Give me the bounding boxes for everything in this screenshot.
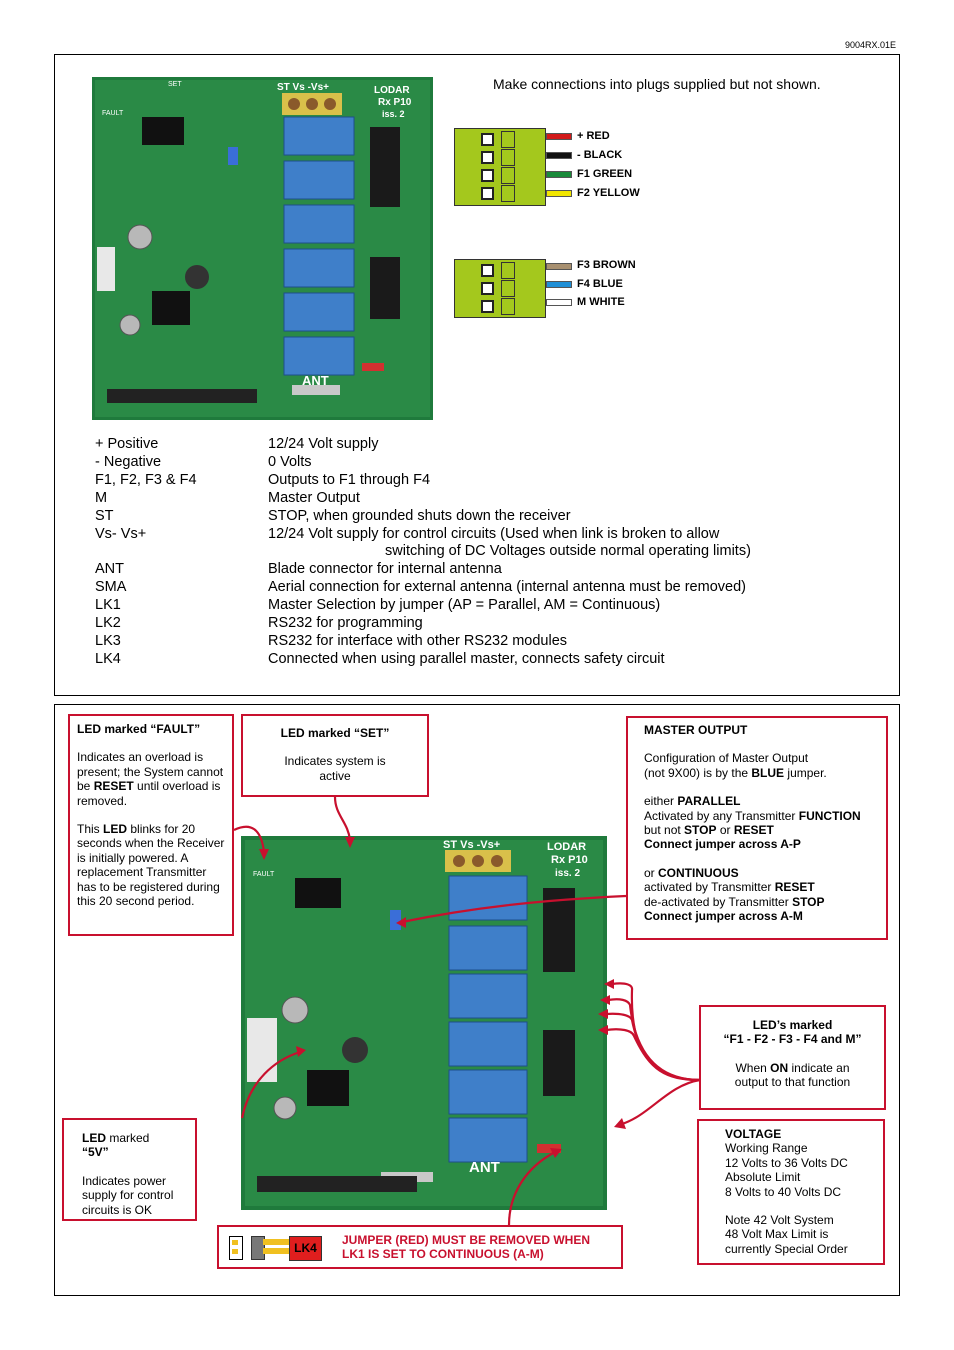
callout-5v-led: LED marked “5V” Indicates power supply f… [62, 1118, 197, 1221]
board-st-label: ST Vs -Vs+ [277, 82, 329, 93]
callout-lk4-jumper: LK4 JUMPER (RED) MUST BE REMOVED WHEN LK… [217, 1225, 623, 1269]
legend-value: 12/24 Volt supply for control circuits (… [268, 525, 720, 542]
receiver-board-image: ST Vs -Vs+ LODAR Rx P10 iss. 2 ANT FAULT… [92, 77, 433, 420]
legend-value: RS232 for programming [268, 615, 423, 631]
lk4-warning-line1: JUMPER (RED) MUST BE REMOVED WHEN [342, 1233, 591, 1247]
legend-value: Master Output [268, 489, 360, 506]
master-title: MASTER OUTPUT [644, 723, 748, 737]
board-detail-issue: iss. 2 [555, 868, 580, 879]
plug-pin [481, 187, 494, 200]
arrow-led-f2 [607, 998, 701, 1082]
callout-voltage: VOLTAGE Working Range 12 Volts to 36 Vol… [697, 1119, 885, 1265]
legend-key: SMA [95, 579, 127, 596]
legend-key: + Positive [95, 436, 159, 452]
board-detail-ant-label: ANT [469, 1159, 500, 1176]
legend-key: Vs- Vs+ [95, 525, 147, 542]
legend-value: Blade connector for internal antenna [268, 561, 502, 578]
wire-label-brown: F3 BROWN [577, 259, 636, 271]
set-body: Indicates system is active [284, 754, 386, 783]
callout-set-led: LED marked “SET” Indicates system is act… [241, 714, 429, 797]
wire-swatch-black [546, 152, 572, 159]
legend-value: RS232 for interface with other RS232 mod… [268, 632, 568, 649]
board-detail-brand: LODAR [547, 841, 586, 853]
lk4-warning-line2: LK1 IS SET TO CONTINUOUS (A-M) [342, 1247, 544, 1261]
wire-swatch-brown [546, 263, 572, 270]
legend-key: LK4 [95, 650, 121, 667]
connection-instruction: Make connections into plugs supplied but… [493, 76, 821, 92]
arrow-5v [240, 1050, 301, 1119]
legend-key: ST [95, 507, 114, 524]
plug-pin [481, 133, 494, 146]
board-detail-fault-label: FAULT [253, 871, 275, 878]
lk4-badge: LK4 [289, 1236, 322, 1261]
plug-pin [481, 300, 494, 313]
legend-key: LK2 [95, 615, 121, 631]
wire-swatch-blue [546, 281, 572, 288]
document-reference: 9004RX.01E [845, 40, 897, 50]
plug-connector-2 [454, 259, 546, 318]
arrow-led-m [621, 1078, 701, 1126]
fault-title: LED marked “FAULT” [77, 722, 201, 736]
board-set-label: SET [168, 81, 182, 88]
callout-fault-led: LED marked “FAULT” Indicates an overload… [68, 714, 234, 936]
legend-value: Master Selection by jumper (AP = Paralle… [268, 597, 661, 614]
wire-label-black: - BLACK [577, 149, 623, 161]
wire-label-blue: F4 BLUE [577, 278, 623, 290]
arrow-master [401, 894, 627, 924]
plug-pin [481, 151, 494, 164]
wire-label-red: + RED [577, 130, 610, 142]
plug-pin [481, 169, 494, 182]
wire-swatch-red [546, 133, 572, 140]
jumper-header-icon [229, 1236, 243, 1260]
board-model: Rx P10 [378, 97, 412, 108]
wire-swatch-green [546, 171, 572, 178]
board-fault-label: FAULT [102, 110, 124, 117]
legend-key: LK1 [95, 597, 121, 614]
legend-value: Outputs to F1 through F4 [268, 471, 431, 488]
legend-key: ANT [95, 561, 124, 578]
board-detail-model: Rx P10 [551, 854, 588, 866]
callout-master-output: MASTER OUTPUT Configuration of Master Ou… [626, 716, 888, 940]
fault-blink-text: This LED blinks for 20 seconds when the … [77, 822, 225, 909]
legend-key: F1, F2, F3 & F4 [95, 471, 197, 488]
plug-connector-1 [454, 128, 546, 206]
callout-output-leds: LED’s marked “F1 - F2 - F3 - F4 and M” W… [699, 1005, 886, 1110]
board-detail-st-label: ST Vs -Vs+ [443, 839, 500, 851]
board-ant-label: ANT [302, 373, 329, 388]
wire-label-green: F1 GREEN [577, 168, 633, 180]
legend-value: STOP, when grounded shuts down the recei… [268, 507, 571, 524]
arrow-set [333, 796, 352, 841]
fault-overload-text: Indicates an overload is present; the Sy… [77, 750, 224, 808]
wire-label-white: M WHITE [577, 296, 625, 308]
arrow-lk4 [507, 1151, 556, 1226]
top-panel [54, 54, 900, 696]
legend-value: 12/24 Volt supply [268, 436, 379, 452]
legend-value: Connected when using parallel master, co… [268, 650, 665, 667]
legend-key: M [95, 489, 108, 506]
legend-value: Aerial connection for external antenna (… [268, 579, 746, 596]
arrow-fault [233, 825, 266, 853]
wire-swatch-white [546, 299, 572, 306]
legend-key: - Negative [95, 453, 162, 470]
legend-key: LK3 [95, 632, 121, 649]
wire-swatch-yellow [546, 190, 572, 197]
wire-label-yellow: F2 YELLOW [577, 187, 640, 199]
board-issue: iss. 2 [382, 109, 405, 119]
plug-pin [481, 264, 494, 277]
bottom-panel [54, 704, 900, 1296]
legend-value: 0 Volts [268, 453, 312, 470]
legend-value: switching of DC Voltages outside normal … [385, 543, 751, 560]
set-title: LED marked “SET” [280, 726, 390, 740]
plug-pin [481, 282, 494, 295]
arrow-led-f4 [605, 1028, 701, 1082]
board-brand: LODAR [374, 85, 410, 96]
arrow-led-f3 [605, 1012, 701, 1082]
